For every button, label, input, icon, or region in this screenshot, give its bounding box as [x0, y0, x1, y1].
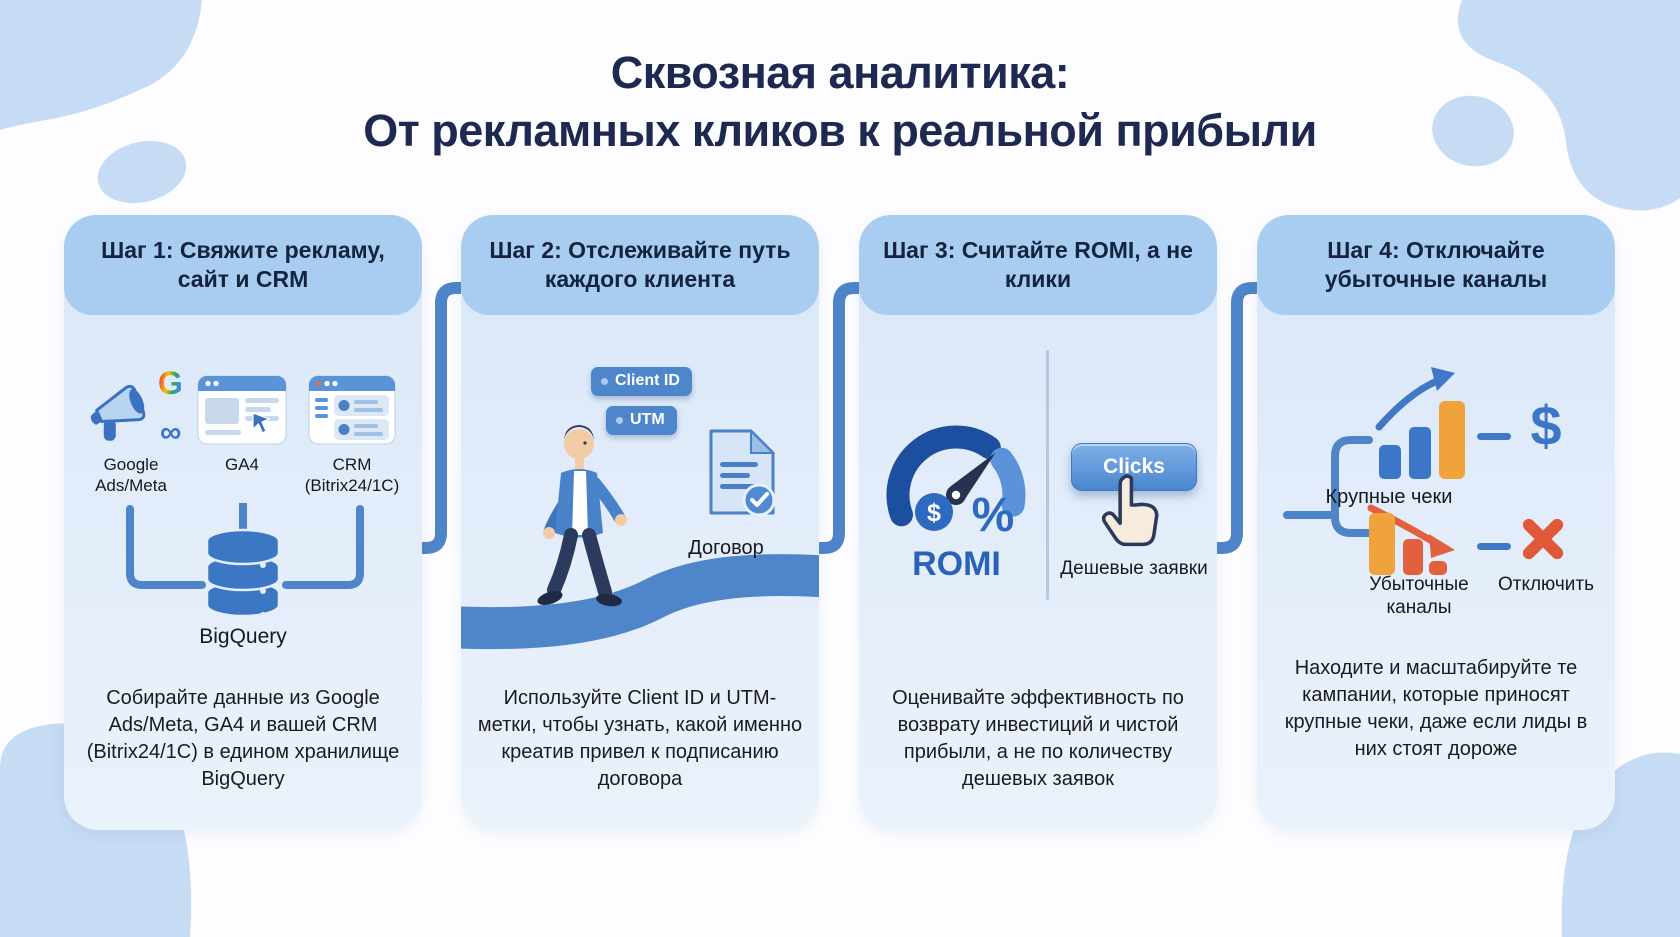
cursor-icon [252, 412, 271, 434]
card-step-4: Шаг 4: Отключайте убыточные каналы $ Кру… [1257, 215, 1615, 830]
source-label: CRM (Bitrix24/1C) [304, 455, 400, 495]
google-ads-meta-icon [82, 373, 156, 451]
tag-label: Client ID [615, 372, 680, 389]
big-checks-label: Крупные чеки [1325, 486, 1453, 508]
card-step-2: Шаг 2: Отслеживайте путь каждого клиента… [461, 215, 819, 830]
branch-bracket [1283, 436, 1373, 537]
blob-top-right-dot [1432, 95, 1514, 167]
link-dash [1477, 433, 1511, 440]
card-2-body: Используйте Client ID и UTM-метки, чтобы… [477, 687, 803, 790]
title-line-1: Сквозная аналитика: [610, 47, 1070, 98]
growth-bars-icon [1379, 401, 1465, 479]
title-line-2: От рекламных кликов к реальной прибыли [363, 104, 1317, 156]
romi-gauge-icon: $ % [886, 425, 1026, 540]
blob-top-left [0, 0, 202, 130]
blob-top-left-dot [97, 140, 187, 204]
google-logo: G [158, 365, 183, 401]
card-4-body: Находите и масштабируйте те кампании, ко… [1284, 657, 1588, 760]
card-3-body: Оценивайте эффективность по возврату инв… [892, 687, 1184, 790]
clicks-button-label: Clicks [1103, 455, 1165, 478]
link-dash [1477, 543, 1511, 550]
tag-utm: UTM [606, 406, 677, 435]
source-label: Google Ads/Meta [95, 455, 167, 495]
tag-client-id: Client ID [591, 367, 692, 396]
tag-dot [616, 416, 623, 424]
tag-dot [601, 377, 608, 385]
crm-browser-icon [308, 375, 396, 445]
cheap-leads-label: Дешевые заявки [1060, 558, 1208, 579]
path-ribbon [461, 554, 819, 650]
step-connector-1-2 [410, 282, 472, 554]
growth-arrow-icon [1375, 367, 1455, 431]
dollar-icon: $ [915, 493, 953, 531]
blob-top-right [1457, 0, 1680, 211]
infographic-title: Сквозная аналитика: От рекламных кликов … [0, 44, 1680, 159]
card-1-header: Шаг 1: Свяжите рекламу, сайт и CRM [64, 215, 422, 315]
x-icon [1522, 518, 1564, 560]
card-step-3: Шаг 3: Считайте ROMI, а не клики $ % ROM… [859, 215, 1217, 830]
disable-label: Отключить [1497, 574, 1595, 595]
card-2-header: Шаг 2: Отслеживайте путь каждого клиента [461, 215, 819, 315]
dollar-sign: $ [1530, 394, 1562, 457]
check-icon [742, 483, 776, 517]
card-4-header: Шаг 4: Отключайте убыточные каналы [1257, 215, 1615, 315]
ga4-browser-icon [197, 375, 287, 445]
source-label: GA4 [224, 455, 260, 474]
bigquery-label: BigQuery [199, 625, 287, 648]
tag-label: UTM [630, 411, 665, 428]
walking-person-illustration [537, 425, 627, 607]
contract-label: Договор [688, 537, 764, 559]
romi-label: ROMI [912, 545, 1001, 583]
card-1-body: Собирайте данные из Google Ads/Meta, GA4… [86, 687, 400, 790]
bigquery-database-icon [205, 528, 281, 618]
hand-cursor-icon [1101, 474, 1159, 547]
contract-document-icon [709, 428, 776, 517]
card-3-header: Шаг 3: Считайте ROMI, а не клики [859, 215, 1217, 315]
megaphone-icon [90, 384, 146, 441]
vertical-divider [1046, 350, 1049, 600]
meta-logo: ∞ [160, 416, 182, 449]
flow-lines [126, 503, 364, 589]
declining-arrow-icon [1367, 504, 1455, 558]
clicks-button: Clicks [1071, 443, 1197, 491]
step-connector-2-3 [808, 282, 870, 554]
svg-text:$: $ [927, 499, 941, 527]
unprofitable-channels-label: Убыточные каналы [1369, 574, 1469, 619]
declining-bars-icon [1369, 513, 1447, 575]
step-connector-3-4 [1206, 282, 1268, 554]
card-step-1: Шаг 1: Свяжите рекламу, сайт и CRM G ∞ [64, 215, 422, 830]
percent-icon: % [972, 489, 1015, 540]
